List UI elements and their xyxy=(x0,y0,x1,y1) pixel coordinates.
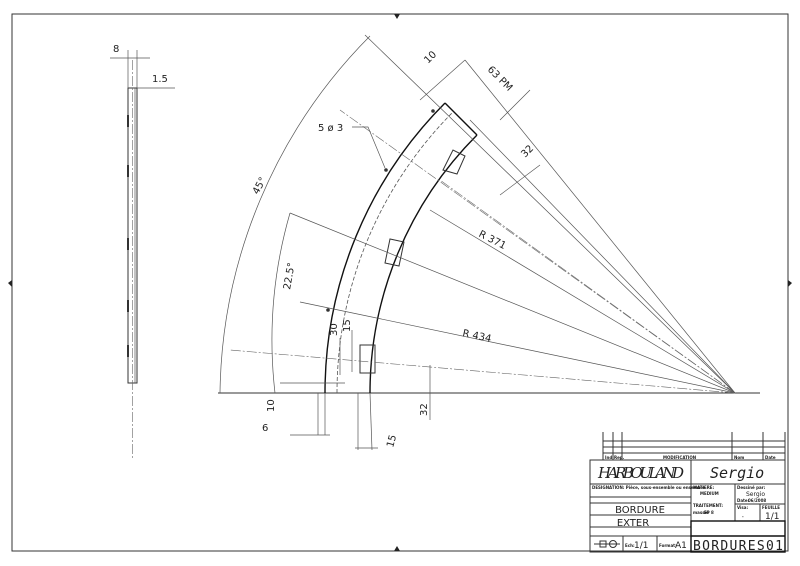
center-mark-left xyxy=(8,280,12,287)
visa-value: - xyxy=(742,514,744,519)
dim-10-left: 10 xyxy=(266,399,277,412)
title-block xyxy=(589,432,786,553)
holes-callout: 5 ø 3 xyxy=(318,123,343,134)
rev-header-modification: MODIFICATION xyxy=(663,455,696,460)
drawn-by-label: Dessiné par: xyxy=(737,485,766,490)
treatment-value: - xyxy=(713,503,715,508)
date-label: Date: xyxy=(737,498,750,503)
scale-label: Ech: xyxy=(625,543,635,548)
treatment-label: TRAITEMENT: xyxy=(693,503,723,508)
rev-header-date: Date xyxy=(765,455,776,460)
projection-symbol-icon xyxy=(594,540,620,548)
arc-piece xyxy=(218,34,760,451)
center-mark-top xyxy=(394,14,400,19)
dim-angle-22-5: 22.5° xyxy=(282,262,298,291)
designation-line-2: EXTER xyxy=(617,518,649,529)
format-label: Format: xyxy=(659,543,677,548)
drawing-number: BORDURES01 xyxy=(693,539,783,554)
dim-32-top: 32 xyxy=(519,143,536,160)
center-mark-right xyxy=(788,280,792,287)
dim-radius-434: R 434 xyxy=(461,328,492,345)
designation-line-1: BORDURE xyxy=(615,505,665,516)
dim-63pm: 63 PM xyxy=(485,64,514,93)
format-value: A1 xyxy=(675,541,687,551)
dim-radius-371: R 371 xyxy=(477,229,508,252)
material-value: MEDIUM xyxy=(700,491,719,496)
drawn-by-value: Sergio xyxy=(746,491,765,498)
mass-label: masse: xyxy=(693,510,709,515)
mass-value: EP 8 xyxy=(704,510,714,515)
company-name: HARBOULAND xyxy=(597,464,684,482)
dim-10-top: 10 xyxy=(422,49,439,66)
visa-label: Visa: xyxy=(737,505,748,510)
dim-6: 6 xyxy=(262,423,268,434)
scale-value: 1/1 xyxy=(634,541,648,551)
dim-15-bottom: 15 xyxy=(385,434,399,449)
dim-width-8: 8 xyxy=(113,44,119,55)
rev-header-rep: Rep. xyxy=(614,455,625,460)
dim-32-bottom: 32 xyxy=(419,403,430,416)
center-mark-bottom xyxy=(394,546,400,551)
dim-15-vertical: 15 xyxy=(342,319,353,332)
dim-thickness-1-5: 1.5 xyxy=(152,74,168,85)
sheet-value: 1/1 xyxy=(765,512,779,522)
side-view xyxy=(110,50,175,460)
material-label: MATIERE: xyxy=(693,485,715,490)
dim-30: 30 xyxy=(329,323,340,336)
author-signature: Sergio xyxy=(710,464,764,482)
rev-header-ind: Ind. xyxy=(605,455,614,460)
designation-label: DESIGNATION: Pièce, sous-ensemble ou ens… xyxy=(592,485,705,490)
sheet-label: FEUILLE xyxy=(762,505,780,510)
rev-header-nom: Nom xyxy=(734,455,744,460)
date-value: 06/2008 xyxy=(748,498,766,503)
